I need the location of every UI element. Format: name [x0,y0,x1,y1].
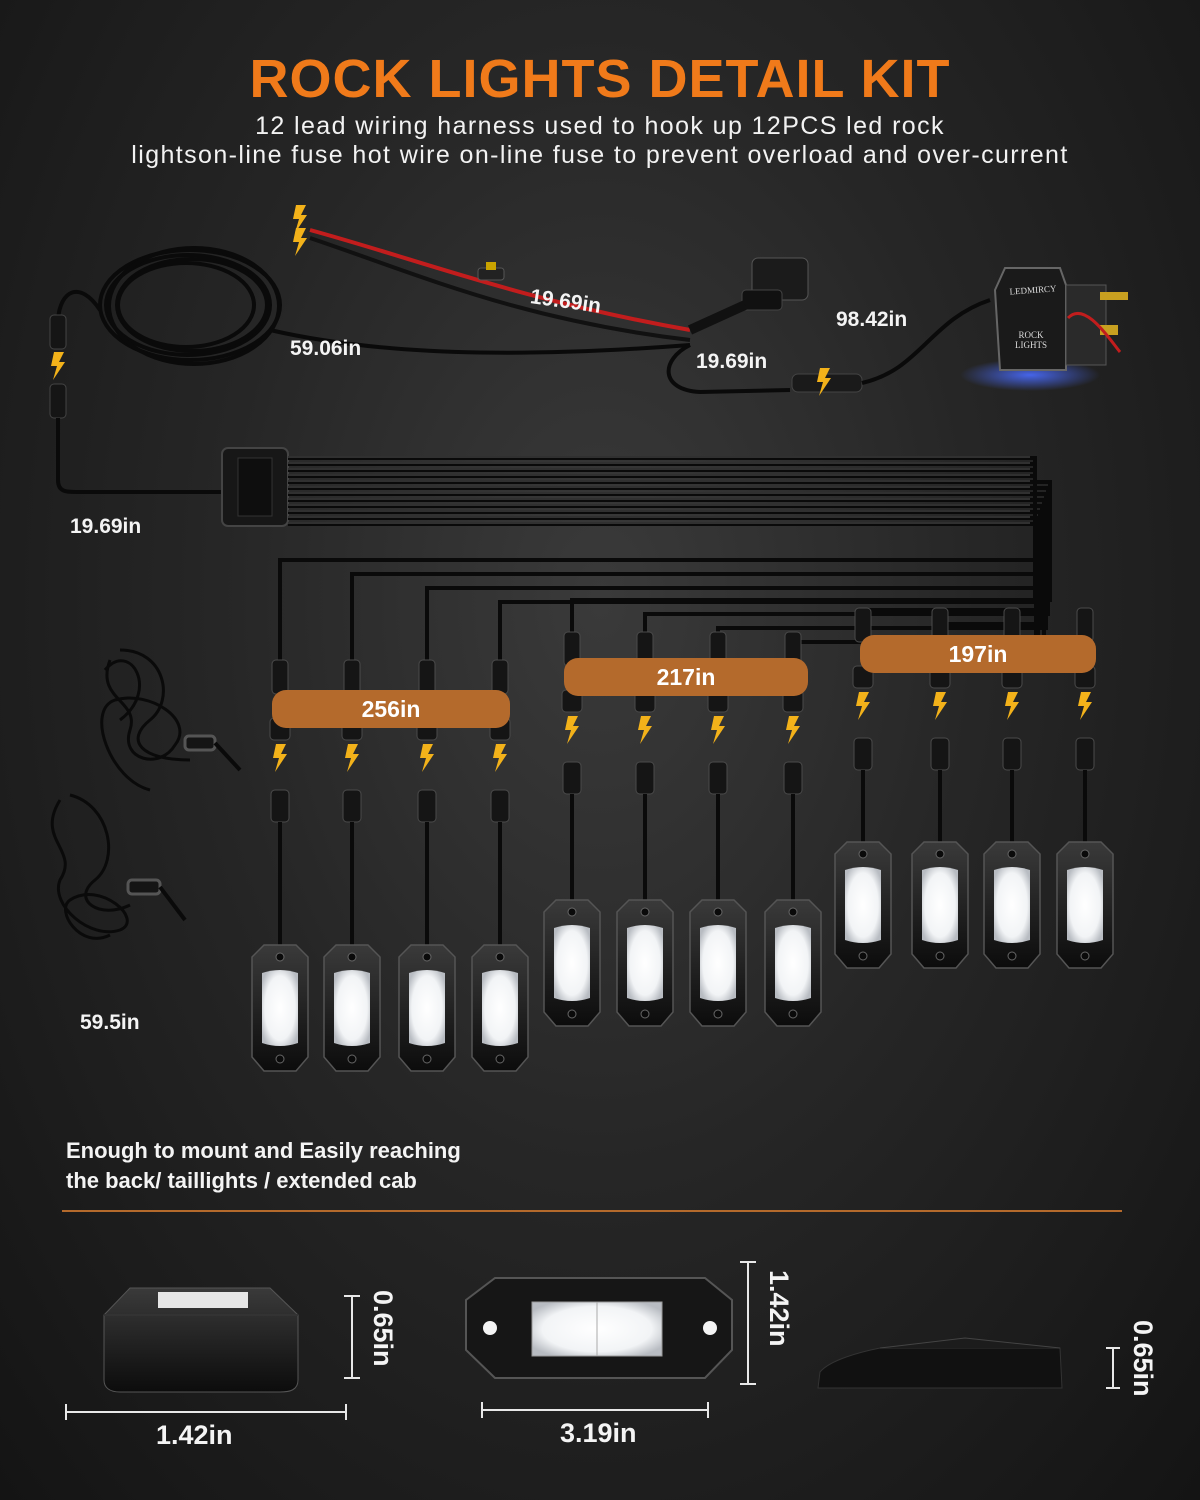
lightning-bolt-icon [345,744,359,772]
connector [342,789,362,823]
relay-lead-label: 19.69in [696,350,768,373]
led-lens [700,925,736,1001]
mounting-note: Enough to mount and Easily reaching the … [66,1136,461,1196]
extension-cable-label: 59.5in [80,1011,140,1034]
top-view-pod [465,1277,733,1379]
connector [562,761,582,795]
connector [418,659,436,695]
led-lens [845,867,881,943]
pod-2-1 [543,631,601,1027]
harness-highlights [288,456,1030,524]
connector [930,737,950,771]
connector [270,789,290,823]
connector [853,737,873,771]
pod-3-3 [983,607,1041,969]
pod-3-1 [834,607,892,969]
pod-2-4 [764,631,822,1027]
led-lens [554,925,590,1001]
rocker-switch-icon [960,267,1128,391]
connector [490,789,510,823]
switch-label-line-1: ROCK [1018,330,1044,340]
subtitle-line-2: lightson-line fuse hot wire on-line fuse… [131,141,1069,169]
led-lens [627,925,663,1001]
connector [1075,737,1095,771]
connector [708,761,728,795]
led-lens [994,867,1030,943]
connector [783,761,803,795]
switch-label: ROCK LIGHTS [1003,330,1059,350]
led-lens [482,970,518,1046]
group-2-length-band: 217in [564,658,808,696]
top-height-label: 1.42in [764,1270,794,1347]
left-connector [49,314,222,494]
led-lens [409,970,445,1046]
lightning-bolt-icon [420,744,434,772]
subtitle-line-1: 12 lead wiring harness used to hook up 1… [255,112,945,140]
battery-leads [293,205,691,342]
group-3-length-band: 197in [860,635,1096,673]
pod-1-1 [251,659,309,1072]
profile-height-label: 0.65in [1128,1320,1158,1397]
connector [417,789,437,823]
coil-cable-label: 59.06in [290,337,362,360]
pod-1-4 [471,659,529,1072]
connector [1002,737,1022,771]
switch-cable-label: 98.42in [836,308,908,331]
led-lens [334,970,370,1046]
connector [635,761,655,795]
splitter-lead-label: 19.69in [70,515,142,538]
connector [271,659,289,695]
side-view-pod [103,1287,299,1393]
group-1-length-band: 256in [272,690,510,728]
lightning-bolt-icon [1078,692,1092,720]
mounting-note-line-1: Enough to mount and Easily reaching [66,1138,461,1163]
pod-3-4 [1056,607,1114,969]
mounting-note-line-2: the back/ taillights / extended cab [66,1168,417,1193]
page-title: ROCK LIGHTS DETAIL KIT [249,49,951,109]
led-lens [775,925,811,1001]
connector [343,659,361,695]
led-lens [922,867,958,943]
coiled-cable [56,246,691,366]
extension-cables [50,648,242,940]
profile-view-pod [817,1337,1063,1389]
lightning-bolt-icon [273,744,287,772]
lightning-bolt-icon [711,716,725,744]
lightning-bolt-icon [933,692,947,720]
lightning-bolt-icon [856,692,870,720]
lightning-bolt-icon [1005,692,1019,720]
led-lens [262,970,298,1046]
side-height-label: 0.65in [368,1290,398,1367]
led-lens [1067,867,1103,943]
pod-1-3 [398,659,456,1072]
pod-2-2 [616,631,674,1027]
dimension-lines [65,1261,1120,1420]
lightning-bolt-icon [493,744,507,772]
lightning-bolt-icon [565,716,579,744]
rock-light-pods [251,607,1114,1072]
connector [491,659,509,695]
side-width-label: 1.42in [156,1420,233,1450]
relay [666,257,991,396]
lightning-bolt-icon [638,716,652,744]
splitter-box [221,447,289,527]
switch-label-line-2: LIGHTS [1015,340,1047,350]
top-width-label: 3.19in [560,1418,637,1448]
pod-1-2 [323,659,381,1072]
lightning-bolt-icon [786,716,800,744]
